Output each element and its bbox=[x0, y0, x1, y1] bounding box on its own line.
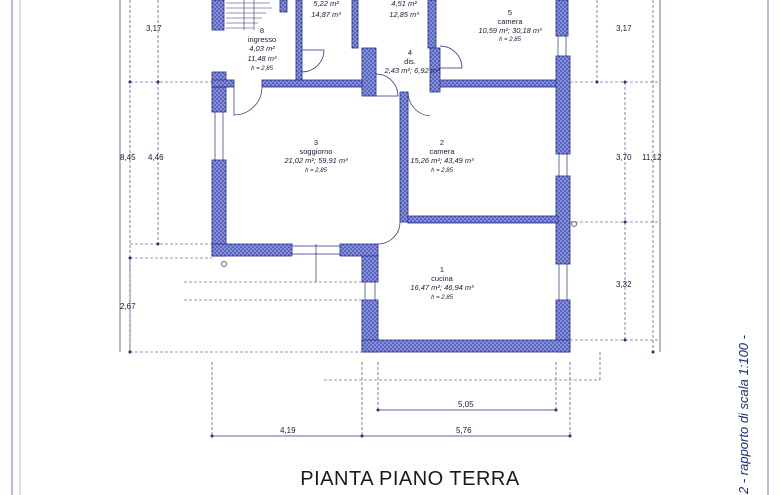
wall-dis-right bbox=[429, 47, 441, 93]
door-camera5 bbox=[439, 45, 463, 69]
wall-stub-b bbox=[351, 0, 359, 49]
room-cucina-name: cucina bbox=[431, 274, 454, 283]
room-top-b: 4,51 m² 12,85 m³ bbox=[389, 0, 419, 19]
dimension-ticks bbox=[128, 80, 655, 438]
dim-right-top: 3,17 bbox=[616, 24, 632, 33]
room-camera-2-height: h = 2,85 bbox=[431, 168, 454, 174]
room-cucina-number: 1 bbox=[440, 265, 444, 274]
wall-stub-a bbox=[279, 0, 288, 13]
wall-left-upper bbox=[211, 71, 227, 113]
dimension-lines bbox=[129, 0, 660, 436]
room-soggiorno-height: h = 2,85 bbox=[305, 168, 328, 174]
room-cucina-area: 16,47 m²; 46,94 m³ bbox=[410, 283, 474, 292]
walls bbox=[211, 0, 571, 353]
corner-marker-left bbox=[221, 261, 227, 267]
room-ingresso-number: 8 bbox=[260, 26, 264, 35]
room-dis: 4 dis. 2,43 m²; 6,92 m³ bbox=[383, 48, 440, 75]
wall-sogg-camera2 bbox=[399, 91, 409, 223]
room-cucina-height: h = 2,85 bbox=[431, 295, 454, 301]
room-soggiorno-name: soggiorno bbox=[300, 147, 333, 156]
stairs bbox=[226, 0, 272, 30]
room-camera-5-number: 5 bbox=[508, 8, 512, 17]
door-ingresso-sogg bbox=[233, 86, 263, 116]
windows bbox=[214, 36, 568, 300]
scale-note: 2 - rapporto di scala 1:100 - bbox=[736, 335, 751, 494]
room-camera-5-area: 10,59 m²; 30,18 m³ bbox=[478, 26, 542, 35]
room-top-a: 5,22 m² 14,87 m³ bbox=[311, 0, 341, 19]
dim-bottom-right: 5,76 bbox=[456, 426, 472, 435]
wall-top-right bbox=[555, 0, 569, 37]
door-camera2 bbox=[407, 91, 431, 117]
wall-ingresso-right bbox=[295, 0, 303, 83]
dim-bottom-left: 4,19 bbox=[280, 426, 296, 435]
dimension-lines-solid bbox=[119, 0, 661, 437]
dim-bottom-inner: 5,05 bbox=[458, 400, 474, 409]
wall-mid-a bbox=[211, 79, 235, 88]
wall-stub-c bbox=[427, 0, 437, 49]
door-dis-left bbox=[375, 73, 399, 97]
room-camera-2-area: 15,26 m²; 43,49 m³ bbox=[410, 156, 474, 165]
room-camera-5: 5 camera 10,59 m²; 30,18 m³ h = 2,85 bbox=[478, 8, 542, 43]
room-cucina: 1 cucina 16,47 m²; 46,94 m³ h = 2,85 bbox=[410, 265, 474, 301]
room-ingresso-volume: 11,48 m³ bbox=[247, 54, 277, 63]
wall-top-left bbox=[211, 0, 225, 31]
dim-left-mid: 4,46 bbox=[148, 153, 164, 162]
wall-left-lower bbox=[211, 159, 227, 257]
room-soggiorno-number: 3 bbox=[314, 138, 318, 147]
room-soggiorno-area: 21,02 m²; 59,91 m³ bbox=[283, 156, 348, 165]
room-ingresso: 8 ingresso 4,03 m² 11,48 m³ h = 2,85 bbox=[247, 26, 277, 72]
page-title: PIANTA PIANO TERRA bbox=[300, 468, 520, 490]
dim-right-total: 11,12 bbox=[642, 153, 662, 162]
room-camera-5-name: camera bbox=[497, 17, 523, 26]
door-cucina bbox=[377, 221, 401, 245]
doors bbox=[233, 45, 463, 282]
room-ingresso-name: ingresso bbox=[248, 35, 276, 44]
dim-left-bottom: 2,67 bbox=[120, 302, 136, 311]
wall-cucina-bottom bbox=[361, 339, 571, 353]
dimension-labels: 3,17 8,45 4,46 2,67 3,17 3,70 11,12 3,32… bbox=[120, 24, 662, 435]
wall-dis-left bbox=[361, 47, 377, 97]
room-top-a-volume: 14,87 m³ bbox=[311, 10, 341, 19]
wall-camera2-top bbox=[439, 79, 559, 88]
room-camera-2-number: 2 bbox=[440, 138, 444, 147]
wall-camera2-bottom bbox=[407, 215, 559, 224]
wall-sogg-bottom-right bbox=[339, 243, 379, 257]
dim-left-outer: 8,45 bbox=[120, 153, 136, 162]
room-ingresso-height: h = 2,85 bbox=[251, 66, 274, 72]
dim-left-top: 3,17 bbox=[146, 24, 162, 33]
dim-right-mid: 3,70 bbox=[616, 153, 632, 162]
wall-cucina-left-a bbox=[361, 255, 379, 283]
room-ingresso-area: 4,03 m² bbox=[249, 44, 275, 53]
wall-sogg-bottom-left bbox=[211, 243, 293, 257]
door-ingresso bbox=[301, 49, 325, 73]
room-camera-2: 2 camera 15,26 m²; 43,49 m³ h = 2,85 bbox=[410, 138, 474, 174]
room-camera-5-height: h = 2,85 bbox=[499, 37, 522, 43]
wall-mid-b bbox=[261, 79, 363, 88]
room-soggiorno: 3 soggiorno 21,02 m²; 59,91 m³ h = 2,85 bbox=[283, 138, 348, 174]
room-top-a-area: 5,22 m² bbox=[313, 0, 339, 8]
corner-marker-right bbox=[571, 221, 577, 227]
room-dis-name: dis. bbox=[404, 57, 416, 66]
room-camera-2-name: camera bbox=[429, 147, 455, 156]
room-dis-number: 4 bbox=[408, 48, 412, 57]
room-top-b-area: 4,51 m² bbox=[391, 0, 417, 8]
room-dis-area: 2,43 m²; 6,92 m³ bbox=[383, 66, 440, 75]
dim-right-bottom: 3,32 bbox=[616, 280, 632, 289]
wall-right-upper bbox=[555, 55, 571, 155]
room-top-b-volume: 12,85 m³ bbox=[389, 10, 419, 19]
